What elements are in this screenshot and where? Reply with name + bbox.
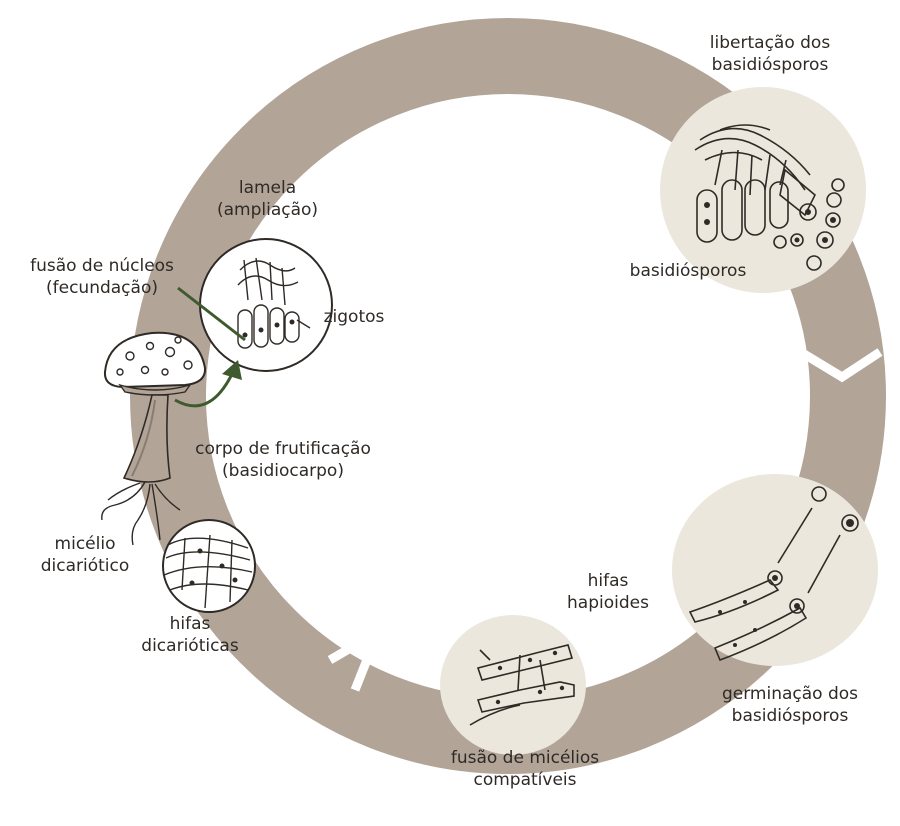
label-zygotes: zigotos: [314, 306, 394, 328]
basidiospore-release-illustration: [660, 87, 866, 293]
germination-illustration: [672, 474, 878, 666]
label-line: libertação dos: [709, 33, 831, 53]
label-line: (basidiocarpo): [222, 461, 344, 481]
label-line: basidiósporos: [629, 261, 747, 281]
label-basidiospore-release: libertação dos basidiósporos: [682, 32, 858, 76]
label-line: (fecundação): [46, 278, 158, 298]
lamella-zoom-illustration: [199, 238, 333, 372]
label-line: germinação dos: [721, 684, 859, 704]
fusion-pointer-line: [177, 286, 246, 342]
label-dikaryotic-mycelium: micélio dicariótico: [20, 533, 150, 577]
label-line: corpo de frutificação: [195, 439, 371, 459]
label-line: micélio: [54, 534, 116, 554]
label-line: dicarióticas: [141, 636, 239, 656]
label-lamella: lamela (ampliação): [200, 177, 335, 221]
label-germination: germinação dos basidiósporos: [695, 683, 885, 727]
zoom-arrow-head: [222, 360, 242, 380]
label-basidiospores: basidiósporos: [627, 260, 749, 282]
label-mycelia-fusion: fusão de micélios compatíveis: [425, 747, 625, 791]
label-line: basidiósporos: [711, 55, 829, 75]
label-line: zigotos: [323, 307, 385, 327]
label-line: hapioides: [567, 593, 649, 613]
label-line: lamela: [238, 178, 297, 198]
mushroom-illustration: [101, 331, 207, 546]
label-line: hifas: [587, 571, 629, 591]
dikaryotic-hyphae-illustration: [162, 519, 256, 613]
label-line: basidiósporos: [731, 706, 849, 726]
mycelia-fusion-illustration: [440, 615, 586, 755]
label-haploid-hyphae: hifas hapioides: [548, 570, 668, 614]
label-nuclear-fusion: fusão de núcleos (fecundação): [12, 255, 192, 299]
label-line: fusão de núcleos: [30, 256, 174, 276]
label-line: hifas: [169, 614, 211, 634]
ring-notch-right: [801, 348, 883, 383]
label-dikaryotic-hyphae: hifas dicarióticas: [120, 613, 260, 657]
zoom-arrow: [174, 371, 235, 408]
label-line: compatíveis: [473, 770, 577, 790]
ring-notch-bottom: [327, 621, 387, 692]
label-line: dicariótico: [40, 556, 130, 576]
label-line: (ampliação): [216, 200, 319, 220]
label-fruiting-body: corpo de frutificação (basidiocarpo): [168, 438, 398, 482]
label-line: fusão de micélios: [450, 748, 600, 768]
